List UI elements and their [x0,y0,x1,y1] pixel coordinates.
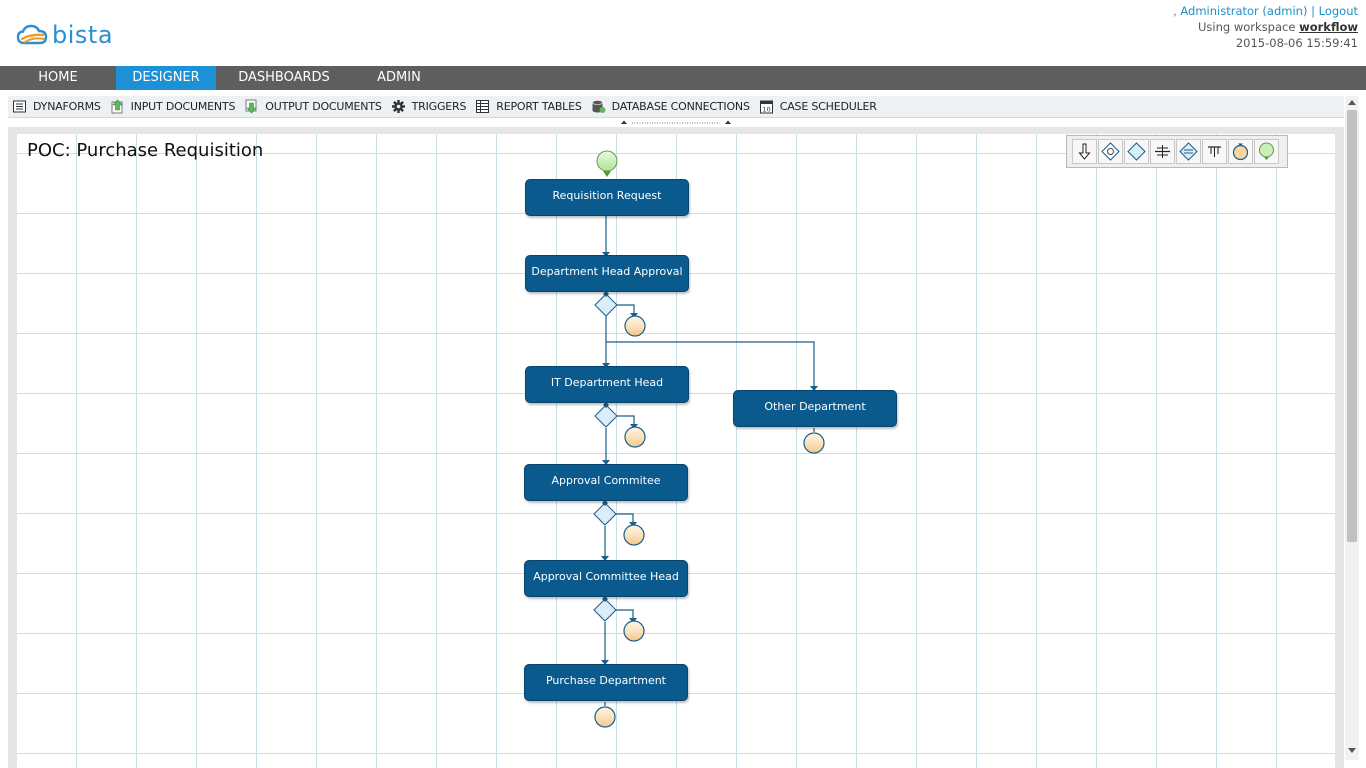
output-documents-icon [245,99,257,114]
end-event[interactable] [803,428,825,454]
task-label: Department Head Approval [531,265,683,278]
scrollbar-thumb[interactable] [1347,110,1357,542]
triggers-button[interactable]: TRIGGERS [391,97,467,117]
gateway-approval-commitee[interactable] [593,500,637,527]
scroll-down-icon[interactable] [1348,748,1356,753]
task-label: Requisition Request [552,189,662,202]
input-documents-label: INPUT DOCUMENTS [130,100,236,113]
database-connections-button[interactable]: DATABASE CONNECTIONS [591,97,750,117]
output-documents-label: OUTPUT DOCUMENTS [265,100,382,113]
workspace-name[interactable]: workflow [1299,20,1358,34]
dynaforms-button[interactable]: DYNAFORMS [12,97,101,117]
case-scheduler-label: CASE SCHEDULER [779,100,877,113]
end-event-icon [1232,143,1249,161]
report-tables-label: REPORT TABLES [496,100,582,113]
parallel-fork-button[interactable] [1150,139,1175,164]
task-requisition-request[interactable]: Requisition Request [525,179,689,216]
sequential-arrow-button[interactable] [1072,139,1097,164]
tab-admin[interactable]: ADMIN [377,70,421,85]
end-event[interactable] [623,524,645,546]
panel-resize-handle[interactable] [618,119,734,127]
user-area: , Administrator (admin) | Logout Using w… [1173,3,1358,51]
user-prefix: , [1173,4,1181,18]
task-other-department[interactable]: Other Department [733,390,897,427]
evaluation-gateway-icon [1127,142,1146,161]
task-department-head-approval[interactable]: Department Head Approval [525,255,689,292]
start-event-icon [1259,142,1274,160]
process-title: POC: Purchase Requisition [27,140,264,161]
designer-toolbar: DYNAFORMS INPUT DOCUMENTS OUTPUT DOCUMEN… [8,96,1344,118]
database-connections-label: DATABASE CONNECTIONS [611,100,750,113]
end-event[interactable] [624,426,646,448]
end-event[interactable] [624,315,646,337]
user-separator: | [1307,4,1319,18]
case-scheduler-button[interactable]: 10 CASE SCHEDULER [759,97,877,117]
gateway-department-head[interactable] [594,291,638,318]
parallel-evaluation-icon [1179,142,1198,161]
task-label: Purchase Department [545,674,666,687]
gateway-approval-committee-head[interactable] [593,596,637,623]
input-documents-icon [111,99,123,114]
selection-gateway-icon [1101,142,1120,161]
triggers-label: TRIGGERS [411,100,467,113]
brand-name: bista [52,21,114,49]
task-label: IT Department Head [550,376,664,389]
dynaforms-label: DYNAFORMS [33,100,101,113]
svg-text:10: 10 [762,106,770,114]
process-map-canvas[interactable] [17,134,1335,768]
selection-gateway-button[interactable] [1098,139,1123,164]
tab-designer[interactable]: DESIGNER [116,66,216,90]
workspace-label: Using workspace [1198,20,1300,34]
report-tables-button[interactable]: REPORT TABLES [475,97,582,117]
parallel-fork-icon [1155,145,1170,158]
logout-link[interactable]: Logout [1318,4,1358,18]
end-event[interactable] [623,620,645,642]
vertical-scrollbar[interactable] [1345,96,1359,760]
parallel-join-button[interactable] [1202,139,1227,164]
task-approval-committee-head[interactable]: Approval Committee Head [524,560,688,597]
end-event[interactable] [594,702,616,728]
end-event-button[interactable] [1228,139,1253,164]
task-label: Approval Commitee [551,474,661,487]
user-name-link[interactable]: Administrator (admin) [1180,4,1308,18]
task-purchase-department[interactable]: Purchase Department [524,664,688,701]
input-documents-button[interactable]: INPUT DOCUMENTS [110,97,236,117]
scroll-up-icon[interactable] [1348,100,1356,105]
cloud-logo-icon [16,24,48,45]
shapes-palette [1066,135,1288,168]
task-label: Other Department [764,400,866,413]
task-it-department-head[interactable]: IT Department Head [525,366,689,403]
task-label: Approval Committee Head [533,570,679,583]
parallel-evaluation-button[interactable] [1176,139,1201,164]
tab-home[interactable]: HOME [38,70,78,85]
server-datetime: 2015-08-06 15:59:41 [1235,36,1358,50]
gear-icon [391,100,405,113]
report-tables-icon [476,100,490,113]
brand-logo[interactable]: bista [16,20,113,50]
parallel-join-icon [1208,146,1221,157]
start-event-button[interactable] [1254,139,1279,164]
database-icon [591,100,606,113]
main-nav: HOME DESIGNER DASHBOARDS ADMIN [0,66,1366,90]
start-event[interactable] [596,150,618,177]
sequential-arrow-icon [1078,143,1091,160]
output-documents-button[interactable]: OUTPUT DOCUMENTS [244,97,382,117]
dynaforms-icon [13,100,26,113]
task-approval-commitee[interactable]: Approval Commitee [524,464,688,501]
calendar-icon: 10 [759,100,773,114]
evaluation-gateway-button[interactable] [1124,139,1149,164]
tab-dashboards[interactable]: DASHBOARDS [238,70,330,85]
